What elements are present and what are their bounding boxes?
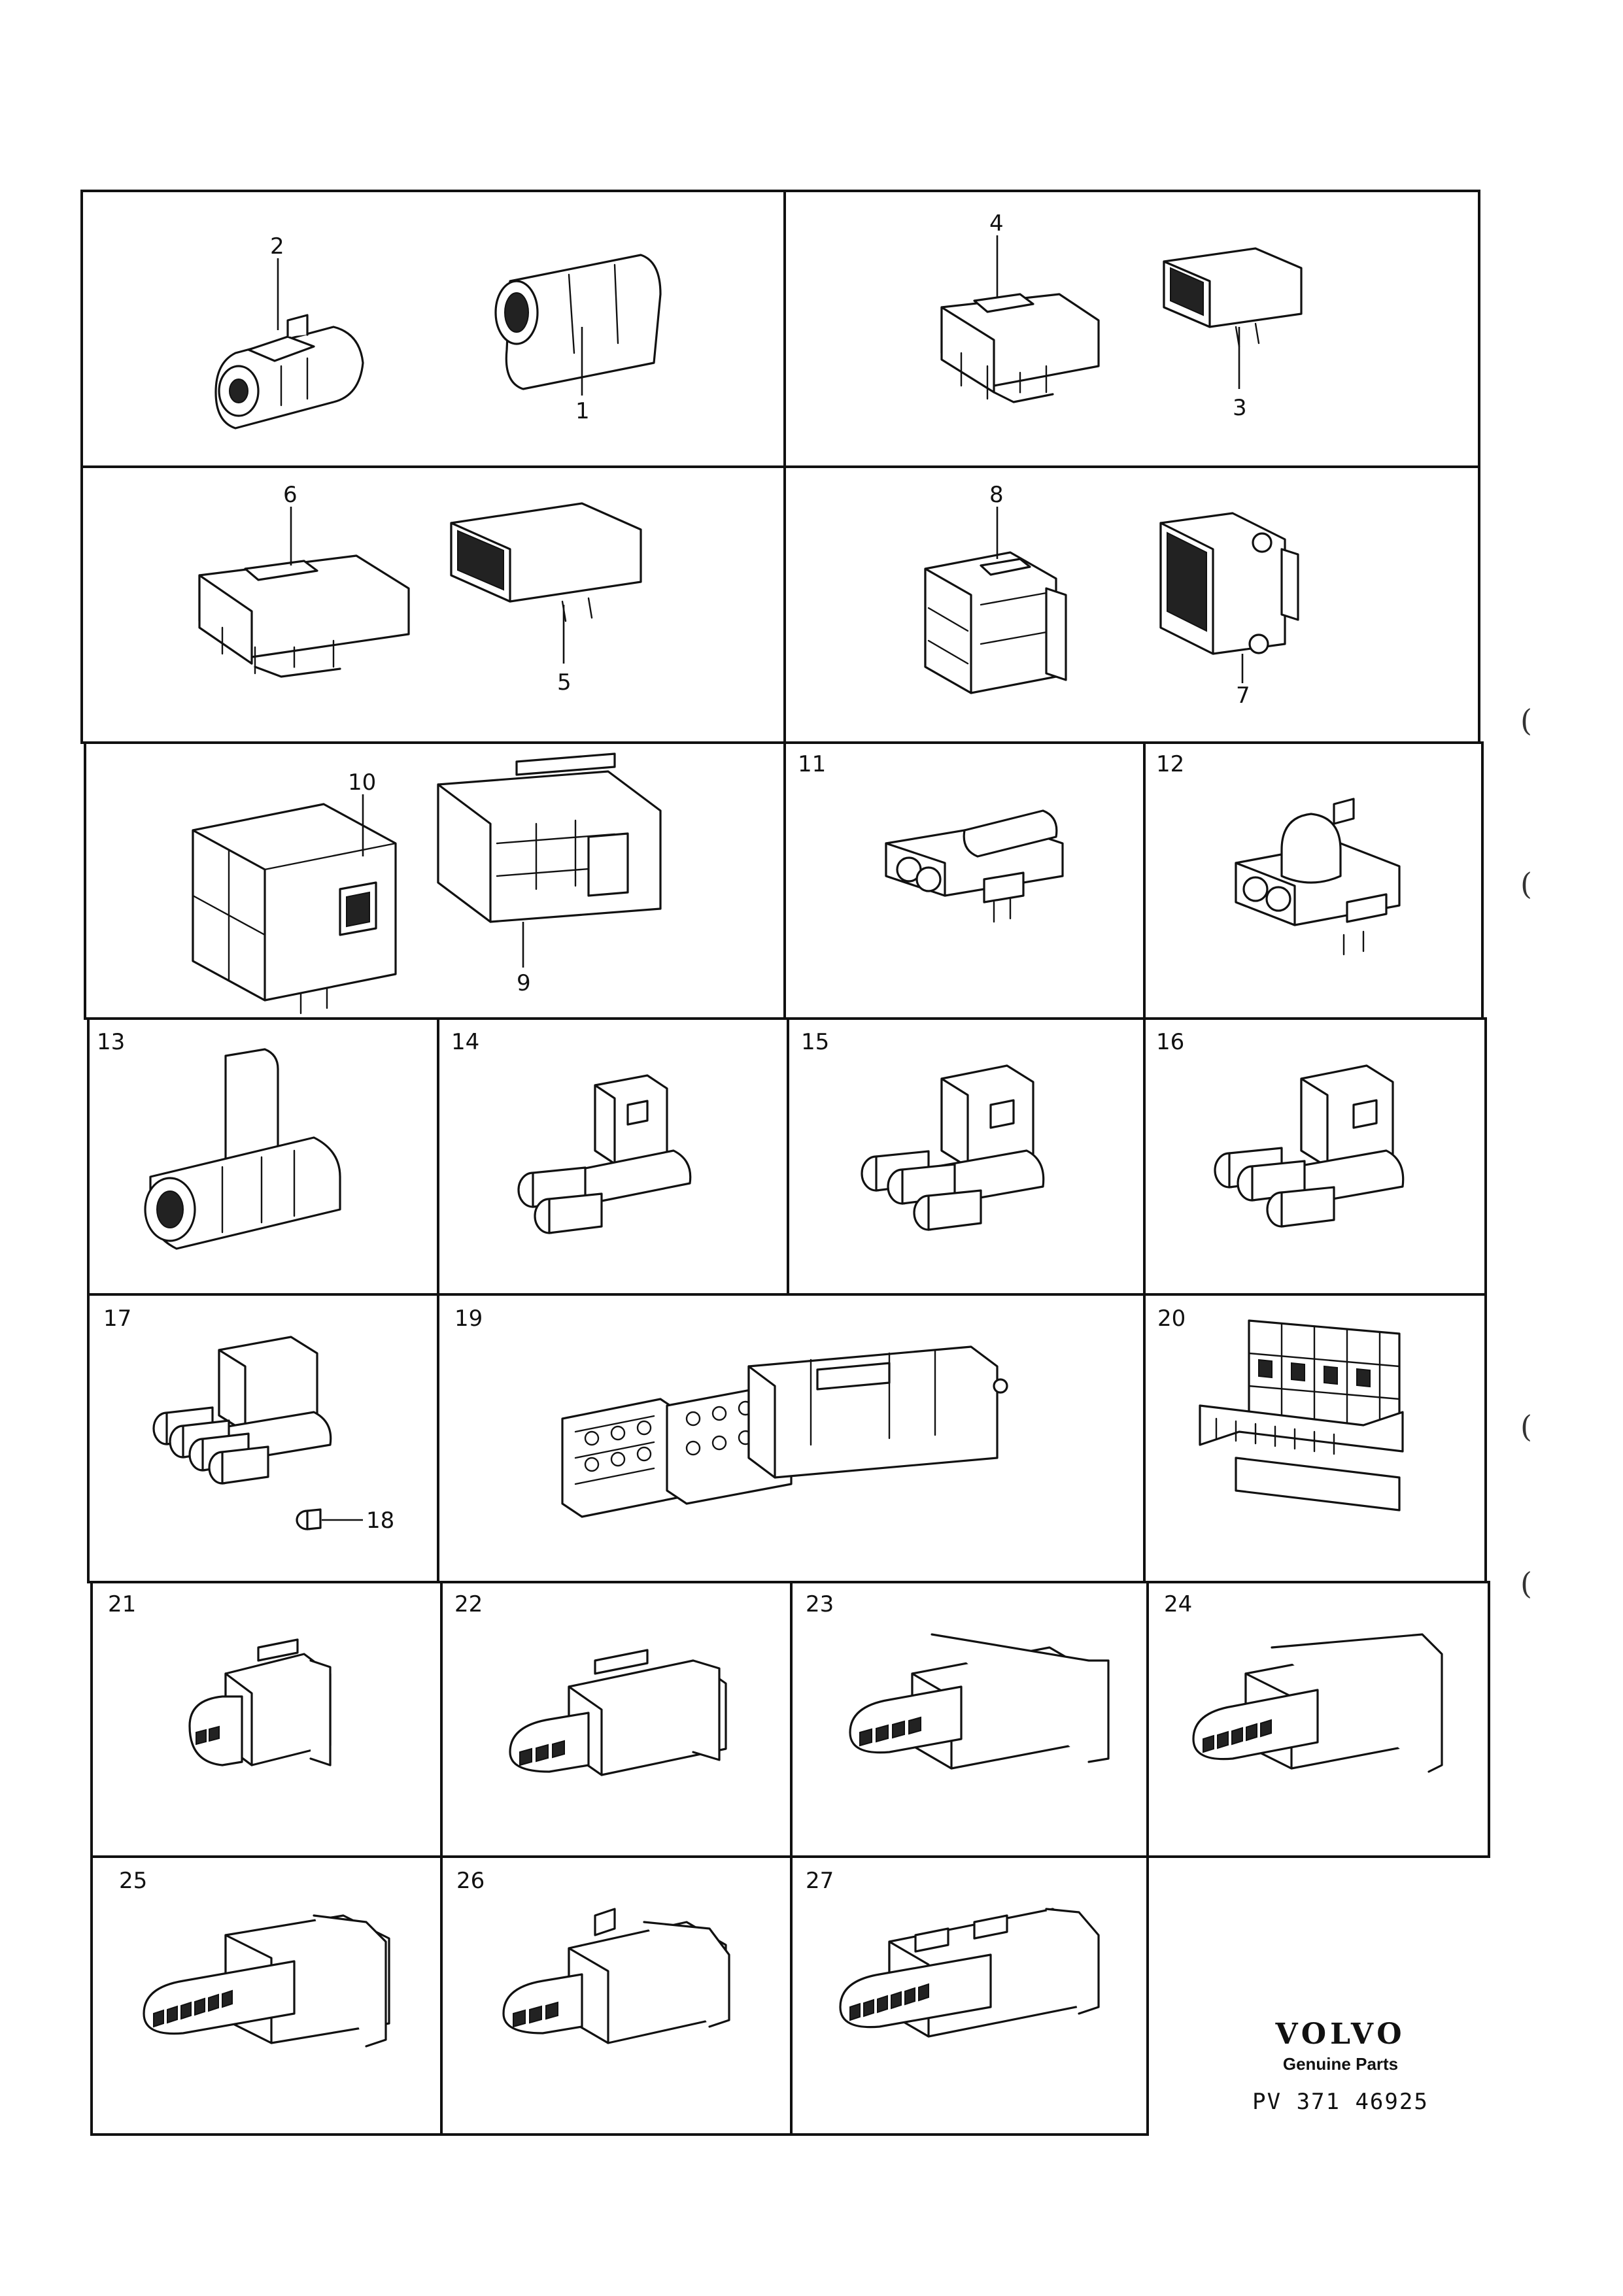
label-part-13: 13: [97, 1029, 125, 1055]
label-part-3: 3: [1233, 395, 1247, 421]
label-part-17: 17: [103, 1306, 131, 1332]
cell-parts-3-4: 4 3: [940, 211, 1303, 421]
part-6-socket-housing: [198, 554, 410, 678]
label-part-21: 21: [108, 1591, 136, 1617]
part-5-plug-housing: [450, 502, 642, 622]
label-part-16: 16: [1156, 1029, 1184, 1055]
part-22-connector-3-way: [509, 1649, 727, 1776]
cell-part-11: 11: [798, 751, 1064, 923]
cell-part-13: 13: [97, 1029, 341, 1250]
margin-mark: (: [1520, 866, 1532, 902]
cell-part-25: 25: [119, 1868, 390, 2048]
part-20-terminal-block: [1199, 1319, 1404, 1511]
label-part-19: 19: [454, 1306, 483, 1332]
part-14-socket-housing-2-way: [517, 1074, 692, 1234]
margin-mark: (: [1520, 1409, 1532, 1444]
cell-part-20: 20: [1157, 1306, 1404, 1511]
label-part-18: 18: [366, 1508, 394, 1534]
cell-frame: [783, 190, 1480, 468]
label-part-4: 4: [989, 211, 1004, 237]
cell-part-27: 27: [806, 1868, 1100, 2038]
cell-parts-17-18: 17 18: [103, 1306, 394, 1534]
label-part-10: 10: [348, 769, 376, 796]
label-part-15: 15: [801, 1029, 829, 1055]
margin-mark: (: [1520, 703, 1532, 738]
cell-parts-1-2: 2 1: [214, 233, 662, 430]
part-9-plug-housing: [437, 752, 662, 923]
cell-parts-9-10: 10 9: [192, 752, 662, 1015]
cell-part-22: 22: [454, 1591, 727, 1776]
part-27-connector-6-way: [839, 1908, 1100, 2038]
part-13-pin-housing: [144, 1048, 341, 1250]
label-part-20: 20: [1157, 1306, 1186, 1332]
cell-parts-7-8: 8 7: [924, 482, 1299, 709]
label-part-12: 12: [1156, 751, 1184, 777]
part-25-connector-6-way: [143, 1914, 390, 2048]
label-part-11: 11: [798, 751, 826, 777]
label-part-6: 6: [283, 482, 298, 508]
label-part-2: 2: [270, 233, 284, 260]
volvo-logo: VOLVO: [1275, 2017, 1406, 2051]
cell-part-12: 12: [1156, 751, 1401, 956]
cell-frame: [80, 190, 786, 468]
part-3-plug-housing: [1163, 247, 1303, 348]
cell-parts-5-6: 6 5: [198, 482, 642, 696]
part-21-connector-2-way: [188, 1638, 332, 1766]
part-reference-number: PV 371 46925: [1252, 2089, 1429, 2115]
part-2-pin-housing: [214, 314, 364, 430]
label-part-22: 22: [454, 1591, 483, 1617]
brand-tagline: Genuine Parts: [1282, 2054, 1399, 2074]
part-24-connector-5-way: [1192, 1633, 1443, 1773]
cell-frame: [783, 465, 1480, 744]
part-23-connector-4-way: [849, 1633, 1110, 1770]
label-part-25: 25: [119, 1868, 147, 1894]
brand-block: VOLVO Genuine Parts PV 371 46925: [1242, 2017, 1439, 2116]
part-10-socket-housing: [192, 803, 397, 1015]
cell-frame: [84, 741, 786, 1020]
cell-part-15: 15: [801, 1029, 1045, 1231]
cell-frame: [1146, 1581, 1490, 1858]
label-part-23: 23: [806, 1591, 834, 1617]
grid: [80, 190, 1490, 2136]
label-part-5: 5: [557, 669, 572, 696]
margin-mark: (: [1520, 1566, 1532, 1601]
part-8-socket-housing: [924, 551, 1067, 694]
part-17-socket-housing-4-way: [152, 1336, 332, 1485]
cell-part-26: 26: [456, 1868, 730, 2044]
cell-part-16: 16: [1156, 1029, 1405, 1228]
part-7-plug-housing: [1159, 512, 1299, 655]
cell-part-23: 23: [806, 1591, 1110, 1770]
label-part-9: 9: [517, 970, 531, 996]
label-part-27: 27: [806, 1868, 834, 1894]
part-26-connector-3-way: [502, 1908, 730, 2044]
part-1-terminal-sleeve: [494, 254, 662, 390]
cell-frame: [790, 1855, 1149, 2136]
part-15-socket-housing-3-way: [861, 1064, 1045, 1231]
label-part-26: 26: [456, 1868, 485, 1894]
label-part-24: 24: [1164, 1591, 1192, 1617]
label-part-14: 14: [451, 1029, 479, 1055]
part-11-grommet-connector: [885, 809, 1064, 923]
cell-part-24: 24: [1164, 1591, 1443, 1773]
part-19-multipin-connector: [561, 1345, 1008, 1518]
label-part-7: 7: [1236, 683, 1250, 709]
label-part-1: 1: [575, 398, 590, 424]
part-12-grommet-connector: [1235, 798, 1401, 956]
part-4-socket-housing: [940, 293, 1100, 403]
part-18-seal-plug: [296, 1508, 322, 1530]
cell-part-21: 21: [108, 1591, 332, 1766]
cell-frame: [80, 465, 786, 744]
part-16-socket-housing-3-way: [1214, 1064, 1405, 1228]
cell-part-19: 19: [454, 1306, 1008, 1518]
label-part-8: 8: [989, 482, 1004, 508]
cell-part-14: 14: [451, 1029, 692, 1234]
